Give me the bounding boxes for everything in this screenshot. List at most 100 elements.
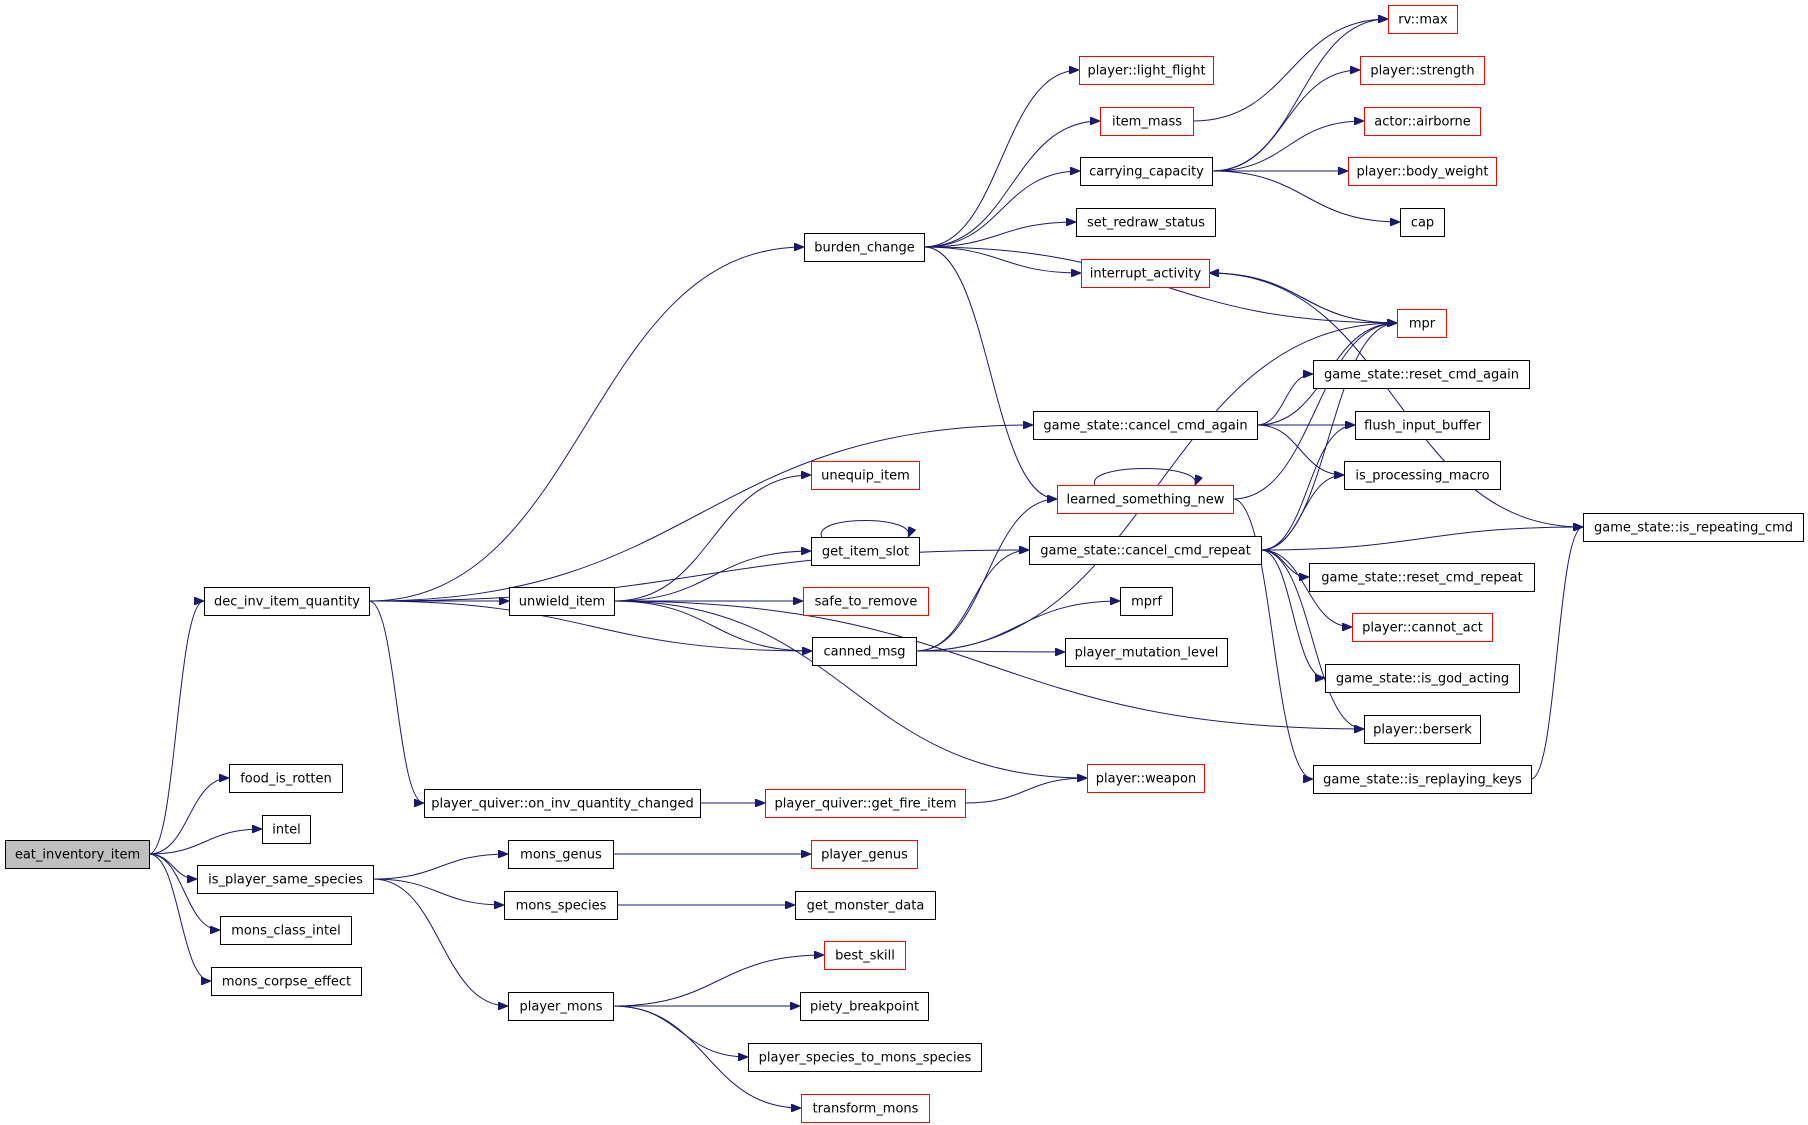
node-is-replaying-keys[interactable]: game_state::is_replaying_keys [1313,765,1532,794]
node-box[interactable] [508,840,614,869]
node-interrupt-activity[interactable]: interrupt_activity [1081,259,1210,288]
node-is-player-same-species[interactable]: is_player_same_species [197,865,374,894]
node-species-to-mons[interactable]: player_species_to_mons_species [748,1043,982,1072]
node-intel[interactable]: intel [262,815,311,844]
node-box[interactable] [801,1094,930,1123]
node-is-god-acting[interactable]: game_state::is_god_acting [1325,664,1520,693]
node-get-item-slot[interactable]: get_item_slot [811,537,920,566]
node-box[interactable] [1029,536,1262,565]
node-dec-inv-item-quantity[interactable]: dec_inv_item_quantity [204,587,370,616]
node-berserk[interactable]: player::berserk [1364,715,1481,744]
node-mons-corpse-effect[interactable]: mons_corpse_effect [211,967,362,996]
node-box[interactable] [803,587,929,616]
node-cancel-cmd-again[interactable]: game_state::cancel_cmd_again [1033,411,1258,440]
node-box[interactable] [508,992,614,1021]
node-box[interactable] [204,587,370,616]
node-canned-msg[interactable]: canned_msg [812,637,917,666]
node-cap[interactable]: cap [1400,208,1445,237]
node-weapon[interactable]: player::weapon [1087,764,1205,793]
node-box[interactable] [804,233,925,262]
node-box[interactable] [1313,765,1532,794]
node-box[interactable] [1057,485,1234,514]
node-mprf[interactable]: mprf [1120,587,1173,616]
node-strength[interactable]: player::strength [1360,56,1485,85]
node-box[interactable] [211,967,362,996]
node-box[interactable] [1364,715,1481,744]
node-box[interactable] [812,637,917,666]
node-is-repeating-cmd[interactable]: game_state::is_repeating_cmd [1583,513,1804,542]
node-box[interactable] [1081,259,1210,288]
node-box[interactable] [1309,563,1535,592]
node-body-weight[interactable]: player::body_weight [1348,157,1497,186]
node-food-is-rotten[interactable]: food_is_rotten [229,764,343,793]
node-box[interactable] [262,815,311,844]
node-reset-cmd-again[interactable]: game_state::reset_cmd_again [1313,360,1530,389]
node-box[interactable] [1583,513,1804,542]
node-box[interactable] [1360,56,1485,85]
node-airborne[interactable]: actor::airborne [1364,107,1481,136]
node-carrying-capacity[interactable]: carrying_capacity [1080,157,1213,186]
node-player-genus[interactable]: player_genus [811,840,918,869]
node-mons-genus[interactable]: mons_genus [508,840,614,869]
node-is-processing-macro[interactable]: is_processing_macro [1344,461,1501,490]
node-box[interactable] [811,461,920,490]
node-box[interactable] [795,891,936,920]
node-box[interactable] [748,1043,982,1072]
node-best-skill[interactable]: best_skill [824,941,906,970]
node-box[interactable] [811,840,918,869]
node-rv-max[interactable]: rv::max [1388,5,1458,34]
node-get-monster-data[interactable]: get_monster_data [795,891,936,920]
node-box[interactable] [1313,360,1530,389]
node-box[interactable] [220,916,352,945]
node-mons-class-intel[interactable]: mons_class_intel [220,916,352,945]
node-box[interactable] [1120,587,1173,616]
node-burden-change[interactable]: burden_change [804,233,925,262]
node-unwield-item[interactable]: unwield_item [509,587,615,616]
node-mpr[interactable]: mpr [1397,309,1447,338]
node-box[interactable] [1033,411,1258,440]
node-get-fire-item[interactable]: player_quiver::get_fire_item [765,789,966,818]
node-box[interactable] [824,941,906,970]
node-box[interactable] [1400,208,1445,237]
node-box[interactable] [1397,309,1447,338]
node-set-redraw-status[interactable]: set_redraw_status [1076,208,1216,237]
node-safe-to-remove[interactable]: safe_to_remove [803,587,929,616]
node-box[interactable] [765,789,966,818]
node-box[interactable] [1087,764,1205,793]
node-mons-species[interactable]: mons_species [504,891,618,920]
node-box[interactable] [1100,107,1194,136]
node-box[interactable] [1348,157,1497,186]
node-box[interactable] [811,537,920,566]
node-box[interactable] [1344,461,1501,490]
node-eat-inventory-item[interactable]: eat_inventory_item [5,840,150,869]
node-box[interactable] [1364,107,1481,136]
node-box[interactable] [5,840,150,869]
node-box[interactable] [197,865,374,894]
node-unequip-item[interactable]: unequip_item [811,461,920,490]
node-reset-cmd-repeat[interactable]: game_state::reset_cmd_repeat [1309,563,1535,592]
node-cannot-act[interactable]: player::cannot_act [1352,613,1493,642]
node-box[interactable] [229,764,343,793]
node-box[interactable] [1388,5,1458,34]
node-box[interactable] [509,587,615,616]
node-box[interactable] [800,992,929,1021]
node-on-inv-quantity-changed[interactable]: player_quiver::on_inv_quantity_changed [424,789,701,818]
node-cancel-cmd-repeat[interactable]: game_state::cancel_cmd_repeat [1029,536,1262,565]
node-player-mutation-level[interactable]: player_mutation_level [1065,638,1228,667]
node-learned-something-new[interactable]: learned_something_new [1057,485,1234,514]
node-box[interactable] [1080,157,1213,186]
node-light-flight[interactable]: player::light_flight [1079,56,1214,85]
node-item-mass[interactable]: item_mass [1100,107,1194,136]
node-box[interactable] [1079,56,1214,85]
node-box[interactable] [1355,411,1490,440]
node-box[interactable] [1325,664,1520,693]
node-box[interactable] [1076,208,1216,237]
node-box[interactable] [504,891,618,920]
node-player-mons[interactable]: player_mons [508,992,614,1021]
node-box[interactable] [1065,638,1228,667]
node-box[interactable] [1352,613,1493,642]
node-box[interactable] [424,789,701,818]
node-transform-mons[interactable]: transform_mons [801,1094,930,1123]
node-flush-input-buffer[interactable]: flush_input_buffer [1355,411,1490,440]
node-piety-breakpoint[interactable]: piety_breakpoint [800,992,929,1021]
